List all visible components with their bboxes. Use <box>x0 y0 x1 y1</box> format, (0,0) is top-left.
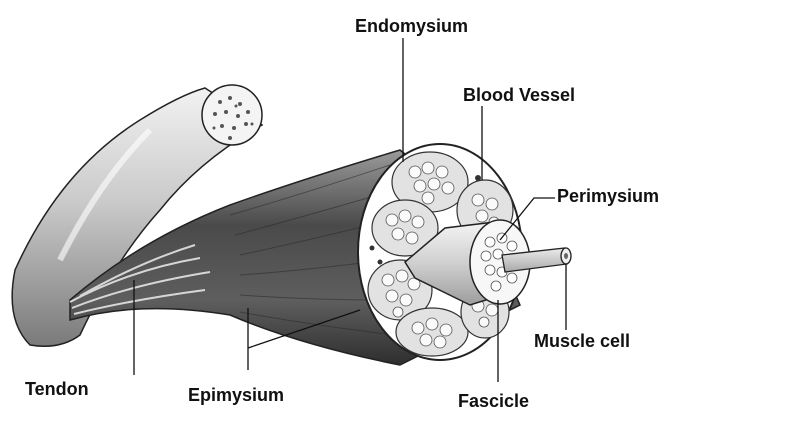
label-endomysium: Endomysium <box>355 16 469 36</box>
leader-lines <box>133 38 567 382</box>
label-blood-vessel: Blood Vessel <box>463 85 576 105</box>
label-muscle-cell: Muscle cell <box>534 331 631 351</box>
label-perimysium: Perimysium <box>557 186 660 206</box>
label-epimysium: Epimysium <box>188 385 285 405</box>
extracted-fascicle-shape <box>404 219 531 306</box>
tendon-shape <box>11 84 264 347</box>
label-fascicle: Fascicle <box>458 391 530 411</box>
label-tendon: Tendon <box>25 379 89 399</box>
muscle-cell-rod <box>501 247 572 273</box>
